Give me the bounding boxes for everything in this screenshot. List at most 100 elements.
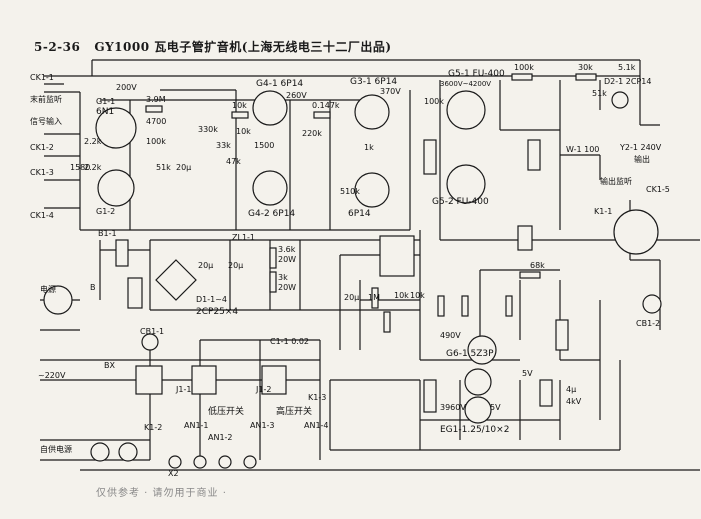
power-block (379, 235, 415, 277)
label-b: B (90, 283, 96, 292)
resistor-1m-c (437, 295, 445, 317)
resistor-39m (145, 105, 163, 113)
label-r1m: 1M (368, 293, 380, 302)
label-zl11: ZL1-1 (232, 233, 255, 242)
figure-number: 5-2-36 (34, 40, 81, 54)
label-v3600: 3600V~4200V (440, 80, 491, 88)
transformer-b31 (539, 379, 553, 407)
label-v5b: 5V (490, 403, 501, 412)
tube-g52 (446, 164, 486, 204)
inductor-block (517, 225, 533, 251)
fan-motor-b (118, 442, 138, 462)
tube-g51 (446, 90, 486, 130)
label-c4700: 4700 (146, 117, 166, 126)
label-c20u-c: 20μ (228, 261, 243, 270)
rectifier-a (464, 368, 492, 396)
label-g51: G5-1 FU-400 (448, 69, 505, 79)
label-ac220: ~220V (38, 371, 66, 380)
label-c1500: 1500 (254, 141, 274, 150)
label-v5: 5V (522, 369, 533, 378)
footer-note: 仅供参考 · 请勿用于商业 · (96, 488, 227, 499)
label-v260: 260V (286, 91, 307, 100)
resistor-68k (519, 271, 541, 279)
label-r22k: 2.2k (84, 137, 102, 146)
resistor-30k (575, 73, 597, 81)
resistor-100k-top (511, 73, 533, 81)
relay-k11 (135, 365, 163, 395)
mains-socket (43, 285, 73, 315)
resistor-10k (231, 111, 249, 119)
output-switch (613, 209, 659, 255)
transformer-b11 (127, 277, 143, 309)
tube-g31 (354, 94, 390, 130)
figure-title-text: GY1000 瓦电子管扩音机(上海无线电三十二厂出品) (94, 40, 392, 54)
label-r33k: 33k (216, 141, 231, 150)
resistor-3k (269, 271, 277, 293)
label-r10k-a: 10k (232, 101, 247, 110)
lamp-2 (193, 455, 207, 469)
label-r2m: 20μ (344, 293, 359, 302)
label-r0147k: 0.147k (312, 101, 340, 110)
label-bx: BX (104, 361, 115, 370)
lamp-3 (218, 455, 232, 469)
lamp-1 (168, 455, 182, 469)
label-v4k: 4kV (566, 397, 582, 406)
fan-motor-a (90, 442, 110, 462)
resistor-1m-d (461, 295, 469, 317)
label-an12: AN1-2 (208, 433, 233, 442)
label-g11: G1-1 (96, 97, 115, 106)
label-g42: G4-2 6P14 (248, 209, 295, 219)
label-r510k: 510k (340, 187, 360, 196)
relay-j11 (191, 365, 217, 395)
label-r47k: 47k (226, 157, 241, 166)
label-r51k-top: 5.1k (618, 63, 636, 72)
label-j12: J1-2 (255, 385, 271, 394)
label-k12: K1-2 (144, 423, 162, 432)
label-c4u: 4μ (566, 385, 576, 394)
relay-j12 (261, 365, 287, 395)
label-g52: G5-2 FU-400 (432, 197, 489, 207)
label-g11-type: 6N1 (96, 107, 114, 117)
components (43, 73, 662, 469)
label-r100k-b: 100k (424, 97, 444, 106)
label-c20u-b: 20μ (198, 261, 213, 270)
figure-title: 5-2-36 GY1000 瓦电子管扩音机(上海无线电三十二厂出品) (34, 38, 392, 55)
label-r51k-b: 51k (156, 163, 171, 172)
resistor-36k (269, 247, 277, 269)
label-r100k-a: 100k (146, 137, 166, 146)
label-c20u: 20μ (176, 163, 191, 172)
label-r10k-b: 10k (236, 127, 251, 136)
transformer-b12 (115, 239, 129, 267)
label-c02: C1-1 0.02 (270, 337, 309, 346)
label-j11: J1-1 (175, 385, 191, 394)
tube-g12 (97, 169, 135, 207)
label-r36k: 3.6k (278, 245, 296, 254)
label-self-supply: 自供电源 (40, 444, 72, 454)
label-an13: AN1-3 (250, 421, 275, 430)
label-r30k: 30k (578, 63, 593, 72)
label-w20: 20W (278, 255, 296, 264)
label-g12: G1-2 (96, 207, 115, 216)
label-r51k: 51k (592, 89, 607, 98)
label-gy1: EG1-1.25/10×2 (440, 425, 509, 435)
label-r68k: 68k (530, 261, 545, 270)
tube-g41 (252, 90, 288, 126)
label-diode: D1-1~4 (196, 295, 227, 304)
resistor-1m-e (505, 295, 513, 317)
component-labels: CK1-1 末前监听 信号输入 CK1-2 CK1-3 CK1-4 电源 ~22… (30, 63, 670, 478)
tube-g11 (95, 107, 137, 149)
label-v370: 370V (380, 87, 401, 96)
resistor-1m-a (371, 287, 379, 309)
lamp-4 (243, 455, 257, 469)
meter-top (611, 91, 629, 109)
label-g32: 6P14 (348, 209, 371, 219)
label-v490: 490V (440, 331, 461, 340)
tube-g61 (467, 335, 497, 365)
label-g31: G3-1 6P14 (350, 77, 397, 87)
label-r220k: 220k (302, 129, 322, 138)
label-ck11: CK1-1 (30, 73, 54, 82)
label-g41: G4-1 6P14 (256, 79, 303, 89)
label-mains: 电源 (40, 284, 56, 294)
